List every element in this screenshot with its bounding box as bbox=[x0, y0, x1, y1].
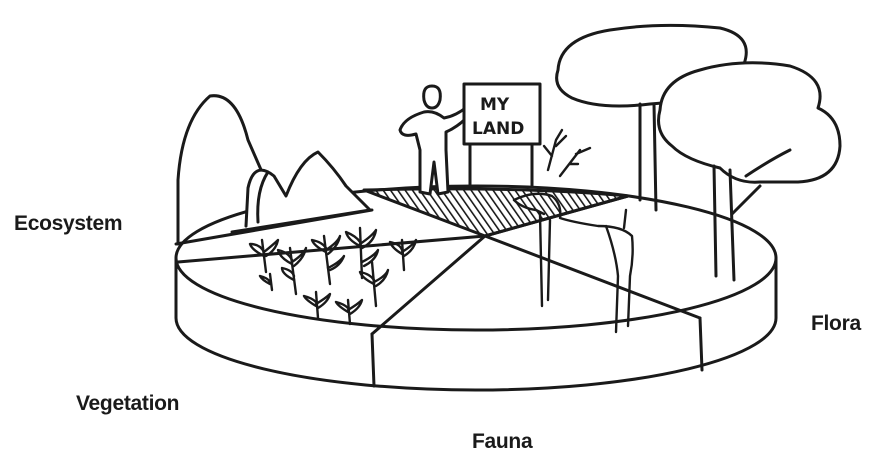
label-ecosystem: Ecosystem bbox=[14, 212, 122, 236]
person-figure bbox=[400, 86, 472, 194]
my-land-slice bbox=[364, 189, 628, 236]
label-fauna: Fauna bbox=[472, 430, 532, 454]
slice-divider-ecosystem bbox=[178, 236, 485, 262]
sign-text-line1: MY bbox=[480, 95, 510, 115]
label-vegetation: Vegetation bbox=[76, 392, 179, 416]
sign-text-line2: LAND bbox=[472, 119, 524, 139]
tree-right bbox=[659, 63, 841, 280]
label-flora: Flora bbox=[811, 312, 861, 336]
rim-divider-vegetation-fauna bbox=[372, 334, 374, 386]
rim-divider-fauna-flora bbox=[700, 318, 702, 370]
vegetation-plants bbox=[250, 228, 416, 324]
slice-divider-fauna-flora bbox=[485, 236, 700, 318]
slice-divider-vegetation-fauna bbox=[372, 236, 485, 334]
